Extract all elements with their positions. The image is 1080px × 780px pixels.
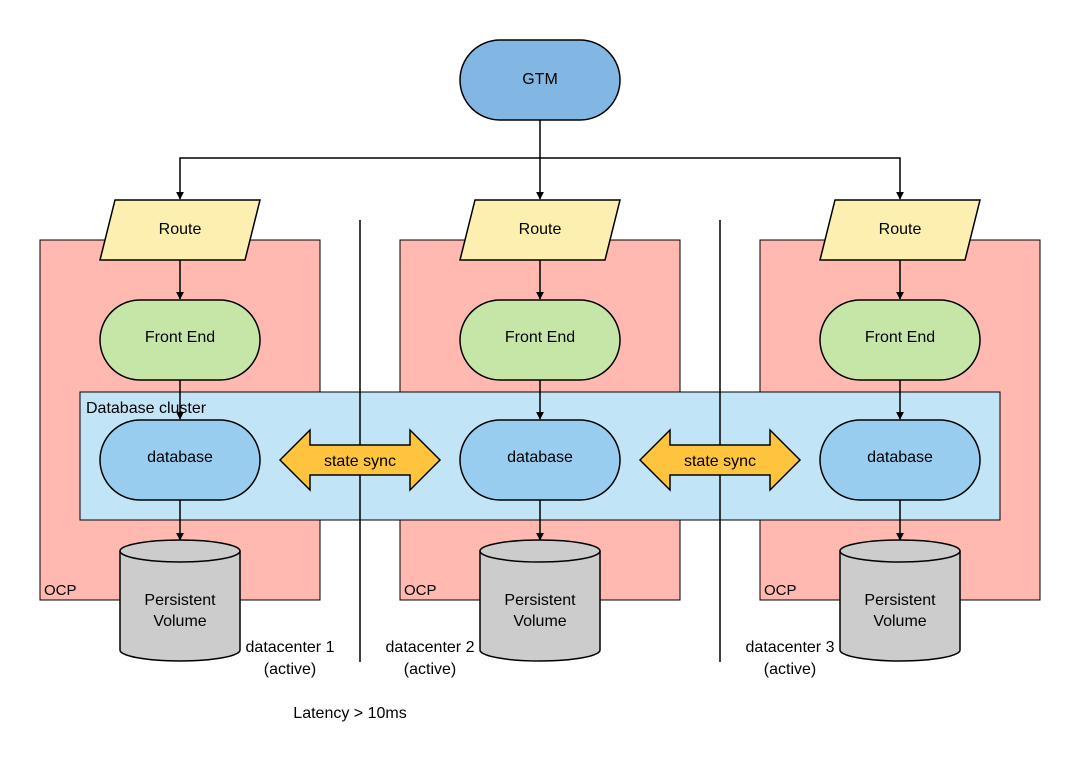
datacenter-name-1: datacenter 1 bbox=[246, 639, 335, 656]
persistent-volume-2: Persistent Volume bbox=[479, 539, 601, 662]
gtm-node: GTM bbox=[459, 39, 621, 121]
database-label-1: database bbox=[147, 449, 213, 466]
front-end-node-1: Front End bbox=[99, 299, 261, 381]
volume-label-3b: Volume bbox=[873, 613, 926, 630]
datacenter-status-3: (active) bbox=[764, 661, 816, 678]
route-node-3: Route bbox=[819, 199, 981, 261]
route-label-1: Route bbox=[159, 221, 202, 238]
ocp-label-2: OCP bbox=[404, 582, 437, 599]
datacenter-status-2: (active) bbox=[404, 661, 456, 678]
persistent-volume-3: Persistent Volume bbox=[839, 539, 961, 662]
gtm-connectors bbox=[176, 120, 904, 200]
state-sync-label-2: state sync bbox=[684, 453, 756, 470]
volume-label-2b: Volume bbox=[513, 613, 566, 630]
database-cluster-label: Database cluster bbox=[86, 400, 207, 417]
latency-note: Latency > 10ms bbox=[293, 705, 406, 722]
database-node-2: database bbox=[459, 419, 621, 501]
datacenter-label-2: datacenter 2 (active) bbox=[386, 639, 475, 678]
ocp-label-1: OCP bbox=[44, 582, 77, 599]
database-node-3: database bbox=[819, 419, 981, 501]
state-sync-arrow-1: state sync bbox=[278, 428, 442, 492]
front-end-node-2: Front End bbox=[459, 299, 621, 381]
database-node-1: database bbox=[99, 419, 261, 501]
front-end-label-2: Front End bbox=[505, 329, 575, 346]
datacenter-name-3: datacenter 3 bbox=[746, 639, 835, 656]
state-sync-arrow-2: state sync bbox=[638, 428, 802, 492]
front-end-label-1: Front End bbox=[145, 329, 215, 346]
database-label-3: database bbox=[867, 449, 933, 466]
volume-label-1a: Persistent bbox=[144, 592, 216, 609]
route-node-2: Route bbox=[459, 199, 621, 261]
volume-label-3a: Persistent bbox=[864, 592, 936, 609]
route-label-2: Route bbox=[519, 221, 562, 238]
flow-arrows bbox=[176, 260, 904, 541]
route-label-3: Route bbox=[879, 221, 922, 238]
route-node-1: Route bbox=[99, 199, 261, 261]
persistent-volume-1: Persistent Volume bbox=[119, 539, 241, 662]
datacenter-status-1: (active) bbox=[264, 661, 316, 678]
datacenter-label-1: datacenter 1 (active) bbox=[246, 639, 335, 678]
volume-label-1b: Volume bbox=[153, 613, 206, 630]
front-end-node-3: Front End bbox=[819, 299, 981, 381]
ocp-label-3: OCP bbox=[764, 582, 797, 599]
datacenter-label-3: datacenter 3 (active) bbox=[746, 639, 835, 678]
gtm-label: GTM bbox=[522, 71, 558, 88]
volume-label-2a: Persistent bbox=[504, 592, 576, 609]
database-label-2: database bbox=[507, 449, 573, 466]
front-end-label-3: Front End bbox=[865, 329, 935, 346]
datacenter-name-2: datacenter 2 bbox=[386, 639, 475, 656]
state-sync-label-1: state sync bbox=[324, 453, 396, 470]
